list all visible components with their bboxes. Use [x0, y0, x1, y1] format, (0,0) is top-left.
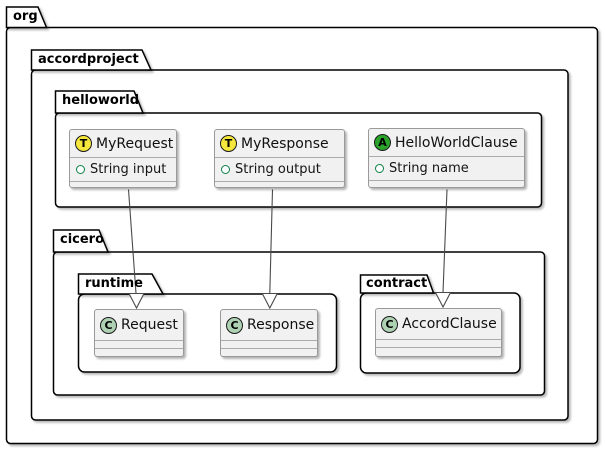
class-title: T MyRequest [70, 130, 176, 157]
attribute-row: String output [215, 157, 344, 181]
attribute-text: String output [235, 162, 321, 177]
class-name: MyResponse [241, 135, 329, 152]
transaction-spot-icon: T [220, 135, 237, 152]
attribute-row: String name [369, 156, 524, 180]
generalization-arrowhead-response [261, 292, 279, 310]
methods-compartment-empty [95, 348, 183, 356]
class-myresponse: T MyResponse String output [214, 129, 345, 188]
generalization-arrowhead-accordclause [434, 291, 452, 309]
class-name: AccordClause [402, 316, 497, 332]
package-helloworld-tab [54, 90, 145, 114]
attribute-text: String name [389, 161, 469, 176]
class-title: C Request [95, 310, 183, 340]
package-org-tab [5, 6, 48, 29]
class-spot-icon: C [100, 316, 117, 334]
attribute-text: String input [90, 162, 167, 177]
package-cicero-label: cicero [60, 232, 105, 247]
package-cicero-tab [52, 229, 110, 253]
asset-spot-icon: A [374, 134, 391, 151]
fields-compartment-empty [95, 340, 183, 348]
class-title: C AccordClause [376, 309, 501, 339]
class-name: HelloWorldClause [395, 134, 518, 151]
class-spot-icon: C [226, 316, 243, 334]
package-accordproject-label: accordproject [38, 52, 139, 67]
package-helloworld-label: helloworld [62, 93, 140, 108]
class-title: A HelloWorldClause [369, 129, 524, 156]
field-icon [76, 165, 85, 174]
methods-compartment-empty [221, 348, 317, 356]
generalization-arrowhead-request [128, 292, 145, 310]
methods-compartment-empty [70, 181, 176, 187]
methods-compartment-empty [215, 181, 344, 187]
class-name: MyRequest [96, 135, 174, 152]
class-name: Response [247, 317, 315, 333]
class-request: C Request [94, 309, 184, 357]
package-contract-tab [359, 274, 435, 294]
class-accordclause: C AccordClause [375, 308, 502, 357]
fields-compartment-empty [221, 340, 317, 348]
class-myrequest: T MyRequest String input [69, 129, 177, 188]
relation-line-myrequest-request [127, 189, 137, 294]
field-icon [221, 165, 230, 174]
methods-compartment-empty [369, 180, 524, 187]
class-helloworldclause: A HelloWorldClause String name [368, 128, 525, 188]
package-accordproject-tab [30, 49, 153, 71]
class-spot-icon: C [381, 315, 398, 333]
package-org-label: org [13, 9, 38, 24]
class-response: C Response [220, 309, 318, 357]
class-name: Request [121, 317, 178, 333]
methods-compartment-empty [376, 347, 501, 356]
relation-line-myresponse-response [269, 189, 274, 294]
class-title: C Response [221, 310, 317, 340]
fields-compartment-empty [376, 339, 501, 347]
package-contract-label: contract [366, 276, 428, 291]
package-runtime-label: runtime [85, 276, 143, 291]
field-icon [375, 164, 384, 173]
transaction-spot-icon: T [75, 135, 92, 152]
class-title: T MyResponse [215, 130, 344, 157]
attribute-row: String input [70, 157, 176, 181]
relation-line-helloworldclause-accordclause [442, 189, 448, 293]
